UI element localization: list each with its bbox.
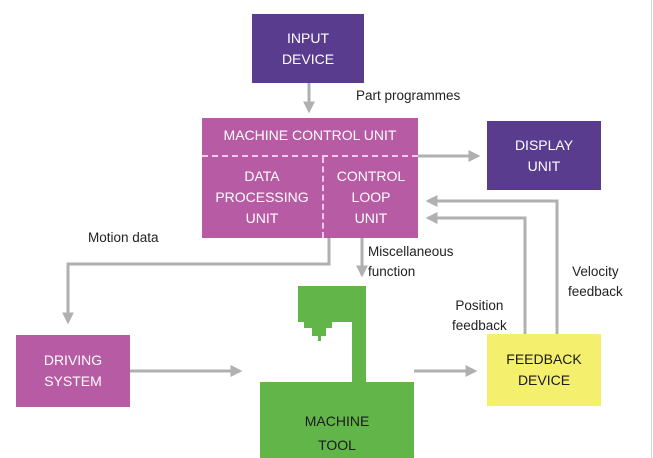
arrow-velocity-feedback [425,195,559,334]
label-position-feedback: Position feedback [452,298,507,333]
feedback-device-label: FEEDBACK DEVICE [506,351,582,388]
label-motion-data: Motion data [88,230,159,245]
arrow-motion-data [62,238,331,325]
input-device-box: INPUT DEVICE [252,14,364,83]
display-unit-box: DISPLAY UNIT [487,121,601,190]
arrow-position-feedback [425,212,527,334]
mcu-title: MACHINE CONTROL UNIT [223,127,397,143]
feedback-device-box: FEEDBACK DEVICE [487,334,601,406]
mcu-vertical-divider [322,157,324,238]
input-device-label: INPUT DEVICE [281,29,335,67]
display-unit-label: DISPLAY UNIT [514,136,574,174]
machine-tool-shape [260,286,414,458]
data-processing-unit: DATA PROCESSING UNIT [215,167,309,226]
label-velocity-feedback: Velocity feedback [568,264,623,299]
driving-system-box: DRIVING SYSTEM [16,335,130,407]
mcu-horizontal-divider [202,155,418,157]
label-misc-function: Miscellaneous function [368,244,454,279]
control-loop-unit: CONTROL LOOP UNIT [336,167,406,226]
right-edge-border [651,0,652,458]
machine-tool-label: MACHINE TOOL [304,413,370,453]
machine-control-unit-box: MACHINE CONTROL UNIT DATA PROCESSING UNI… [202,118,418,238]
driving-system-label: DRIVING SYSTEM [43,352,103,389]
label-part-programmes: Part programmes [356,88,461,103]
